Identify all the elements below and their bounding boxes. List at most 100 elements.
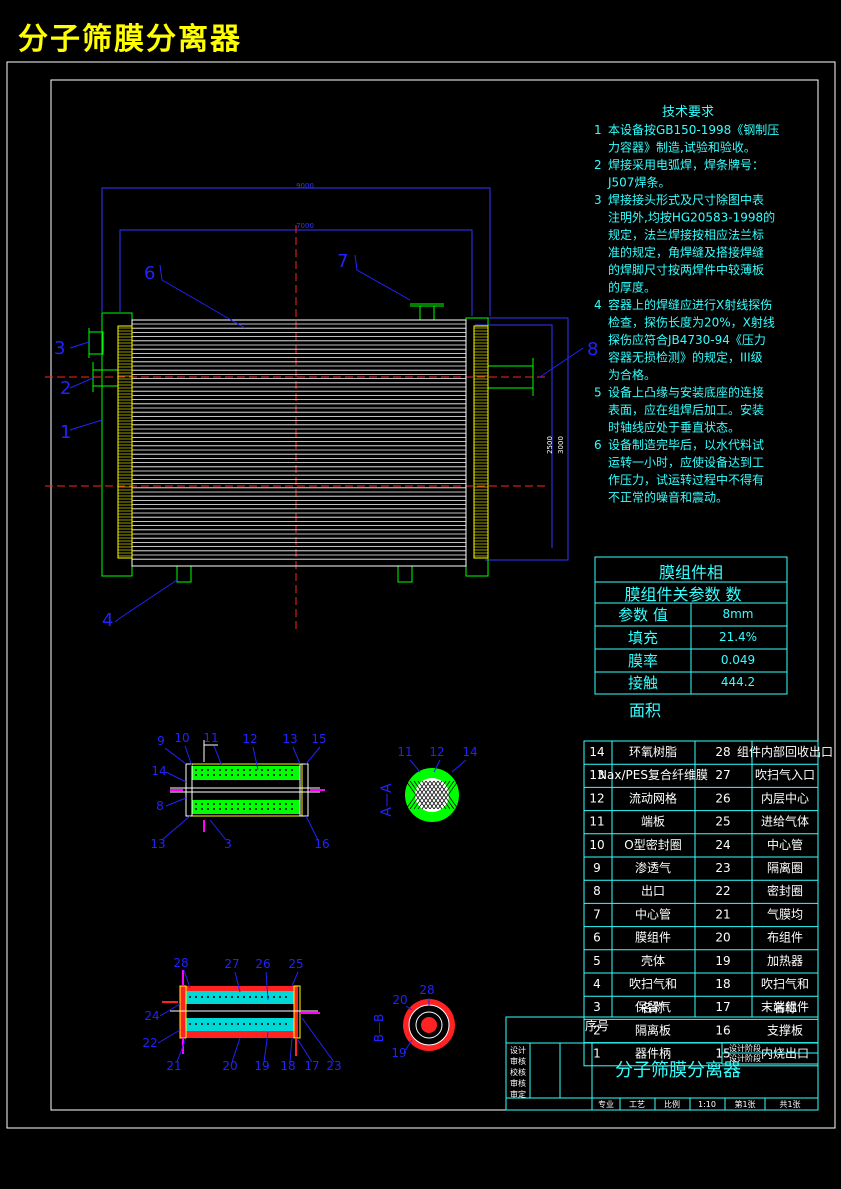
membrane-dot [219, 774, 221, 776]
tech-item-line: 探伤应符合JB4730-94《压力 [608, 332, 766, 347]
part-name: 中心管 [767, 837, 803, 852]
param-row-label: 膜率 [628, 652, 658, 670]
detail-callout: 11 [203, 731, 218, 745]
detail-callout: 20 [392, 993, 407, 1007]
part-name: 内层中心 [761, 790, 809, 805]
membrane-dot [189, 1023, 191, 1025]
param-row-value: 444.2 [721, 675, 755, 689]
callout-leader [292, 746, 301, 765]
membrane-dot [231, 808, 233, 810]
membrane-dot [213, 1023, 215, 1025]
callout-leader [184, 745, 193, 767]
part-name: 膜组件 [635, 931, 671, 945]
tech-item-number: 5 [594, 386, 602, 400]
membrane-dot [213, 803, 215, 805]
tech-item-line: 为合格。 [608, 367, 656, 382]
part-number: 10 [589, 838, 604, 852]
detail-callout: 11 [397, 745, 412, 759]
part-name: 器件柄 [635, 1047, 671, 1061]
part-name: 壳体 [641, 954, 665, 968]
part-number: 28 [715, 745, 730, 759]
callout-leader [291, 971, 299, 987]
membrane-dot [231, 1023, 233, 1025]
membrane-dot [201, 774, 203, 776]
callout-main-1: 1 [60, 422, 71, 443]
section-hatch [425, 780, 447, 810]
detail-callout: 12 [242, 732, 257, 746]
membrane-dot [195, 996, 197, 998]
title-block-bottom: 专业 [598, 1099, 614, 1109]
callout-main-7: 7 [337, 251, 348, 272]
callout-leader [161, 815, 191, 841]
tech-item-line: 本设备按GB150-1998《钢制压 [608, 123, 779, 137]
membrane-dot [237, 769, 239, 771]
membrane-dot [225, 774, 227, 776]
detail-callout: 17 [304, 1059, 319, 1073]
part-name: O型密封圈 [624, 837, 681, 852]
section-hatch [437, 780, 459, 810]
tech-item-line: 运转一小时，应使设备达到工 [608, 455, 764, 470]
page-title: 分子筛膜分离器 [18, 22, 242, 57]
membrane-dot [189, 996, 191, 998]
title-block-stage: 设计阶段 [729, 1043, 761, 1053]
callout-leader [165, 797, 187, 807]
callout-leader [213, 745, 223, 767]
callout-main-2: 2 [60, 378, 71, 399]
detail-callout: 12 [429, 745, 444, 759]
part-name: 中心管 [635, 906, 671, 921]
membrane-dot [213, 996, 215, 998]
callout-leader [305, 815, 319, 841]
membrane-dot [237, 808, 239, 810]
part-name: 端板 [641, 815, 665, 829]
callout-leader [164, 747, 187, 765]
part-name: 流动网格 [629, 790, 677, 805]
callout-leader [297, 1039, 313, 1063]
part-number: 5 [593, 954, 601, 968]
membrane-dot [267, 1023, 269, 1025]
membrane-dot [237, 774, 239, 776]
detail-callout: 3 [224, 837, 232, 851]
membrane-dot [291, 774, 293, 776]
tech-item-number: 4 [594, 298, 602, 312]
callout-leader [165, 771, 187, 783]
membrane-dot [195, 803, 197, 805]
detail-callout: 20 [222, 1059, 237, 1073]
callout-leader [301, 1017, 335, 1063]
membrane-dot [207, 996, 209, 998]
membrane-dot [249, 1023, 251, 1025]
detail-callout: 14 [462, 745, 477, 759]
part-number: 3 [593, 1000, 601, 1014]
membrane-dot [219, 1023, 221, 1025]
section-b-b-label: B—B [372, 1014, 386, 1042]
title-block-label: 审核 [510, 1056, 526, 1066]
detail-callout: 15 [311, 732, 326, 746]
detail-callout: 13 [282, 732, 297, 746]
part-name: 环氧树脂 [629, 744, 677, 759]
part-number: 4 [593, 977, 601, 991]
membrane-dot [243, 996, 245, 998]
section-a-a [405, 768, 459, 822]
callout-leader [405, 1005, 413, 1011]
membrane-dot [285, 803, 287, 805]
part-number: 8 [593, 884, 601, 898]
membrane-dot [267, 774, 269, 776]
membrane-dot [273, 1023, 275, 1025]
tech-item-line: 设备制造完毕后，以水代料试 [608, 437, 764, 452]
section-a-a-label: A—A [379, 783, 395, 817]
membrane-dot [261, 769, 263, 771]
membrane-dot [243, 1023, 245, 1025]
outer-frame [6, 61, 836, 1129]
tech-item-line: 焊接接头形式及尺寸除图中表 [608, 192, 764, 207]
callout-main-3: 3 [54, 338, 65, 359]
dim-width-inner: 7000 [296, 222, 314, 230]
membrane-dot [219, 996, 221, 998]
membrane-dot [207, 1023, 209, 1025]
section-hatch [417, 780, 439, 810]
callout-leader [231, 1037, 241, 1063]
part-number: 23 [715, 861, 730, 875]
part-name: 内烧出口 [761, 1047, 809, 1061]
tech-item-line: 作压力，试运转过程中不得有 [608, 472, 764, 487]
callout-leader [265, 971, 269, 1001]
callout-main-4: 4 [102, 610, 113, 631]
callout-leader [234, 971, 241, 993]
